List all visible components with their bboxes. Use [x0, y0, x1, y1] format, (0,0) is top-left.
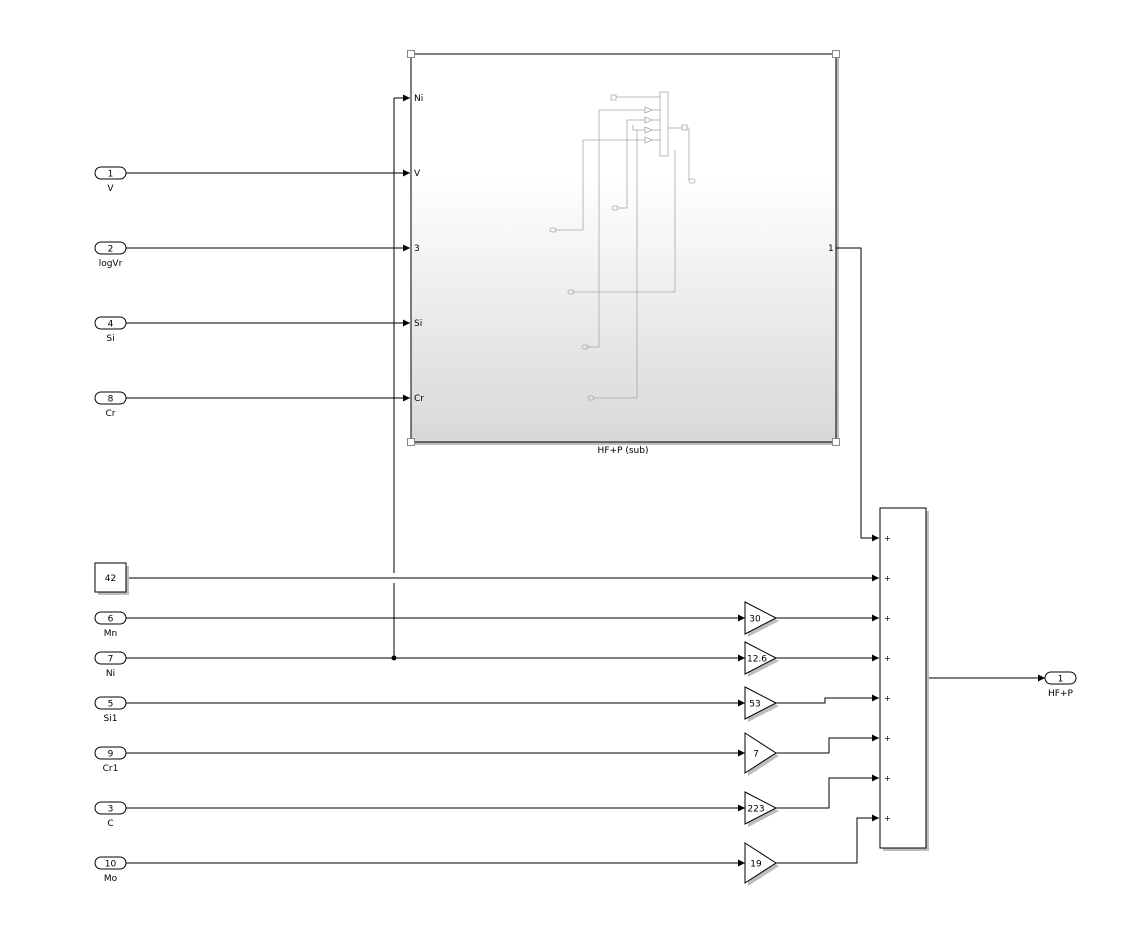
subsystem-port-labels: Ni V 3 Si Cr 1: [414, 94, 834, 404]
signal-lines: [126, 94, 1045, 867]
sum-sign: +: [884, 694, 891, 703]
gain-blocks: 30 12.6 53 7 223 19: [744, 601, 779, 886]
subsystem-port-3: 3: [414, 244, 420, 254]
inport-num: 9: [108, 750, 114, 760]
inport-num: 10: [105, 860, 117, 870]
subsystem-port-ni: Ni: [414, 94, 423, 104]
gain-value: 30: [749, 615, 761, 625]
inport-v[interactable]: 1 V: [94, 166, 127, 194]
inport-num: 3: [108, 805, 114, 815]
inport-ni[interactable]: 7 Ni: [94, 651, 127, 679]
inport-num: 6: [108, 615, 114, 625]
outport-num: 1: [1058, 675, 1064, 685]
inport-num: 8: [108, 395, 114, 405]
inport-mn[interactable]: 6 Mn: [94, 611, 127, 639]
inport-num: 5: [108, 700, 114, 710]
gain-block-7[interactable]: 7: [744, 732, 779, 776]
inport-num: 7: [108, 655, 114, 665]
inport-num: 4: [108, 320, 114, 330]
gain-value: 19: [750, 860, 762, 870]
sum-sign: +: [884, 574, 891, 583]
inport-label: V: [107, 184, 114, 194]
inport-cr[interactable]: 8 Cr: [94, 391, 127, 419]
sum-sign: +: [884, 814, 891, 823]
inport-num: 1: [108, 170, 114, 180]
inport-c[interactable]: 3 C: [94, 801, 127, 829]
inport-cr1[interactable]: 9 Cr1: [94, 746, 127, 774]
sum-sign: +: [884, 534, 891, 543]
gain-value: 53: [749, 700, 760, 710]
gain-block-12-6[interactable]: 12.6: [744, 641, 779, 677]
inport-label: Si: [106, 334, 114, 344]
inport-blocks: 1 V 2 logVr 4 Si 8 Cr 6 Mn 7 Ni: [94, 166, 127, 884]
subsystem-port-out: 1: [828, 244, 834, 254]
inport-label: logVr: [99, 259, 123, 269]
gain-value: 223: [747, 805, 764, 815]
inport-mo[interactable]: 10 Mo: [94, 856, 127, 884]
inport-label: Cr: [106, 409, 116, 419]
inport-label: Mn: [104, 629, 117, 639]
sum-sign: +: [884, 654, 891, 663]
inport-si1[interactable]: 5 Si1: [94, 696, 127, 724]
inport-num: 2: [108, 245, 114, 255]
inport-logvr[interactable]: 2 logVr: [94, 241, 127, 269]
sum-signs: + + + + + + + +: [884, 534, 891, 823]
sum-sign: +: [884, 774, 891, 783]
inport-label: Cr1: [103, 764, 119, 774]
subsystem-port-si: Si: [414, 319, 422, 329]
subsystem-name: HF+P (sub): [598, 446, 649, 456]
subsystem-block[interactable]: [410, 53, 839, 445]
gain-block-53[interactable]: 53: [744, 686, 779, 722]
subsystem-resize-handles[interactable]: [407, 50, 840, 446]
inport-label: Mo: [104, 874, 118, 884]
sum-sign: +: [884, 734, 891, 743]
inport-si[interactable]: 4 Si: [94, 316, 127, 344]
constant-block[interactable]: 42: [94, 562, 129, 595]
subsystem-port-cr: Cr: [414, 394, 424, 404]
outport-hfp[interactable]: 1 HF+P: [1044, 671, 1077, 699]
inport-label: Ni: [106, 669, 115, 679]
subsystem-preview: [549, 91, 696, 401]
sum-sign: +: [884, 614, 891, 623]
gain-value: 12.6: [747, 655, 767, 665]
subsystem-port-v: V: [414, 169, 421, 179]
inport-label: C: [107, 819, 113, 829]
gain-value: 7: [753, 750, 759, 760]
inport-label: Si1: [104, 714, 118, 724]
constant-value: 42: [105, 574, 116, 584]
gain-block-19[interactable]: 19: [744, 842, 779, 886]
gain-block-30[interactable]: 30: [744, 601, 779, 637]
outport-label: HF+P: [1048, 689, 1073, 699]
gain-block-223[interactable]: 223: [744, 791, 779, 827]
sum-block[interactable]: [879, 507, 929, 851]
branch-point: [391, 655, 397, 661]
